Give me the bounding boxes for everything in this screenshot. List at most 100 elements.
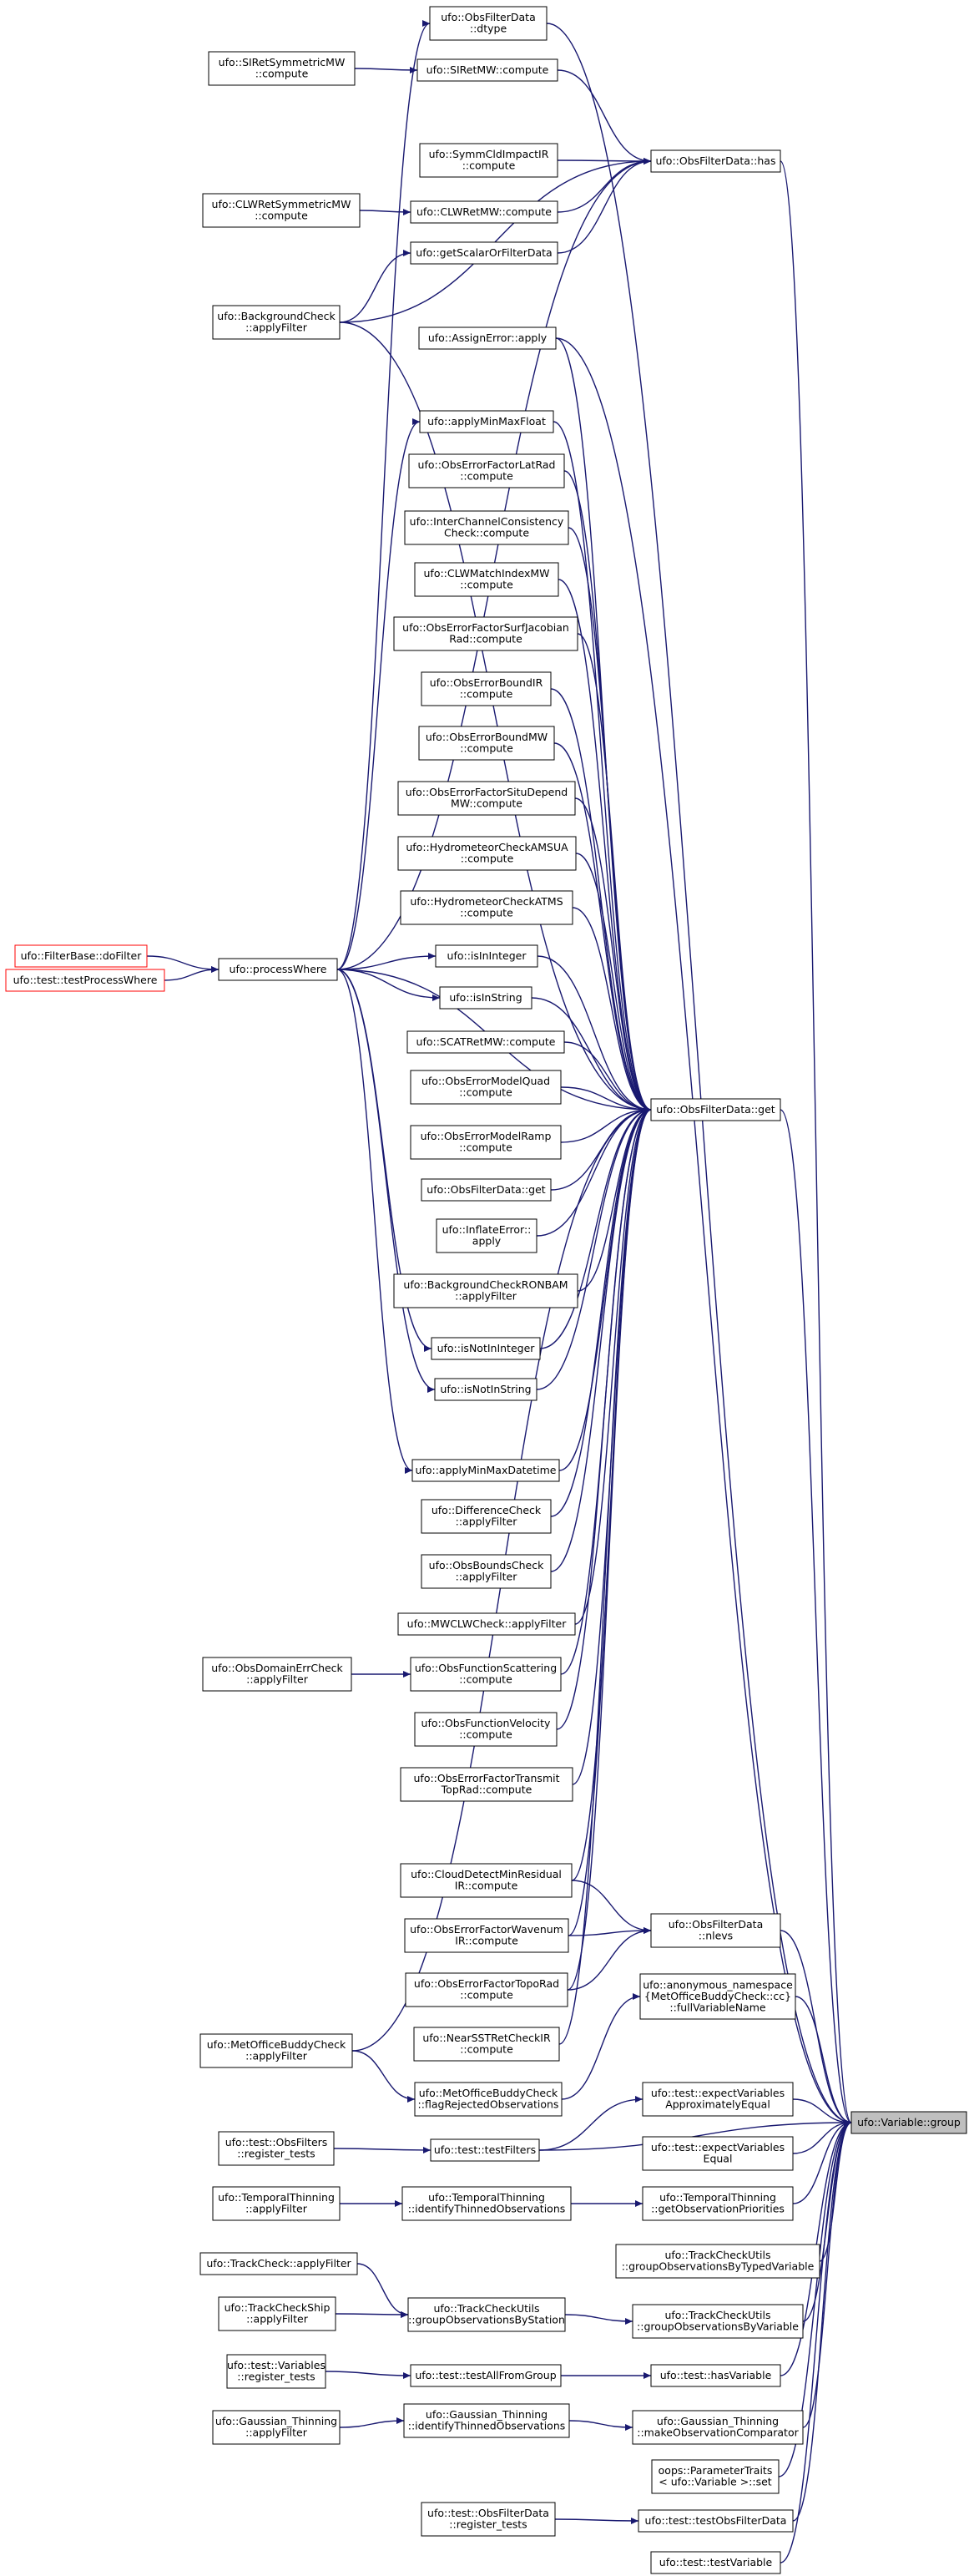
node-box [407, 2297, 566, 2332]
node-domainerr[interactable]: ufo::ObsDomainErrCheck::applyFilter [202, 1657, 352, 1692]
node-tcu_station[interactable]: ufo::TrackCheckUtils::groupObservationsB… [407, 2297, 566, 2332]
arrowhead-flagrejected-to-fullvarname [633, 1993, 640, 2000]
node-inflate[interactable]: ufo::InflateError::apply [436, 1218, 537, 1253]
node-tempthin_prio[interactable]: ufo::TemporalThinning::getObservationPri… [642, 2186, 794, 2221]
node-assignerr[interactable]: ufo::AssignError::apply [418, 326, 557, 350]
node-clwret_sym[interactable]: ufo::CLWRetSymmetricMW::compute [202, 193, 361, 228]
node-trackcheckship[interactable]: ufo::TrackCheckShip::applyFilter [218, 2296, 336, 2331]
node-tcu_typedvar[interactable]: ufo::TrackCheckUtils::groupObservationsB… [615, 2244, 820, 2279]
node-oeflatrad[interactable]: ufo::ObsErrorFactorLatRad::compute [408, 453, 565, 488]
node-tempthin_apply[interactable]: ufo::TemporalThinning::applyFilter [212, 2186, 341, 2221]
node-expvarsapprox[interactable]: ufo::test::expectVariablesApproximatelyE… [642, 2082, 794, 2117]
node-minmaxfloat[interactable]: ufo::applyMinMaxFloat [419, 410, 554, 433]
node-clwmatch[interactable]: ufo::CLWMatchIndexMW::compute [414, 562, 559, 597]
node-symmcld[interactable]: ufo::SymmCldImpactIR::compute [419, 143, 558, 178]
node-procwhere[interactable]: ufo::processWhere [218, 958, 338, 981]
node-has[interactable]: ufo::ObsFilterData::has [650, 149, 781, 173]
node-siret_mw[interactable]: ufo::SIRetMW::compute [416, 58, 558, 82]
node-diffcheck[interactable]: ufo::DifferenceCheck::applyFilter [421, 1499, 552, 1534]
node-get[interactable]: ufo::ObsFilterData::get [650, 1098, 781, 1121]
node-oeftopo[interactable]: ufo::ObsErrorFactorTopoRad::compute [405, 1972, 568, 2007]
node-label: ufo::test::expectVariables [651, 2141, 785, 2153]
node-label: ufo::processWhere [230, 963, 327, 975]
node-nearsst[interactable]: ufo::NearSSTRetCheckIR::compute [413, 2027, 560, 2062]
node-gauss_ident[interactable]: ufo::Gaussian_Thinning::identifyThinnedO… [403, 2403, 570, 2438]
node-box [404, 1918, 569, 1953]
node-isnotinstring[interactable]: ufo::isNotInString [434, 1378, 537, 1401]
node-funcvel[interactable]: ufo::ObsFunctionVelocity::compute [414, 1712, 558, 1747]
node-scatret[interactable]: ufo::SCATRetMW::compute [406, 1030, 565, 1054]
node-testvariable[interactable]: ufo::test::testVariable [650, 2551, 781, 2574]
node-clwret[interactable]: ufo::CLWRetMW::compute [410, 200, 558, 224]
node-interchan[interactable]: ufo::InterChannelConsistencyCheck::compu… [404, 510, 569, 545]
node-vars_reg[interactable]: ufo::test::Variables::register_tests [226, 2354, 326, 2389]
node-box [393, 616, 578, 651]
node-bgcheck[interactable]: ufo::BackgroundCheck::applyFilter [212, 305, 341, 340]
edge-clwret-to-has [557, 160, 652, 213]
node-testfilters[interactable]: ufo::test::testFilters [430, 2138, 540, 2162]
node-box [650, 2364, 781, 2387]
edge-testfilters-to-expvarsapprox [538, 2098, 643, 2151]
node-oeftransmit[interactable]: ufo::ObsErrorFactorTransmitTopRad::compu… [400, 1767, 573, 1802]
node-dtype[interactable]: ufo::ObsFilterData::dtype [429, 6, 548, 41]
node-box [410, 1125, 562, 1160]
node-isnotininteger[interactable]: ufo::isNotInInteger [431, 1337, 541, 1360]
node-trackcheck[interactable]: ufo::TrackCheck::applyFilter [199, 2252, 358, 2275]
node-oeboundmw[interactable]: ufo::ObsErrorBoundMW::compute [418, 726, 555, 761]
node-label: ufo::ObsErrorModelQuad [421, 1075, 550, 1087]
node-testprocwhere[interactable]: ufo::test::testProcessWhere [5, 969, 165, 992]
edge-procwhere-to-isinstring [336, 969, 441, 999]
arrowhead-testvariable-to-root [844, 2119, 851, 2126]
node-box [632, 2410, 804, 2445]
node-flagrejected[interactable]: ufo::MetOfficeBuddyCheck::flagRejectedOb… [414, 2082, 563, 2117]
node-label: ufo::NearSSTRetCheckIR [422, 2032, 551, 2044]
node-tcu_variable[interactable]: ufo::TrackCheckUtils::groupObservationsB… [632, 2304, 804, 2339]
node-label: ::makeObservationComparator [637, 2427, 799, 2439]
node-dofilter[interactable]: ufo::FilterBase::doFilter [14, 944, 148, 968]
node-oemquad[interactable]: ufo::ObsErrorModelQuad::compute [410, 1070, 562, 1105]
node-fullvarname[interactable]: ufo::anonymous_namespace{MetOfficeBuddyC… [639, 1973, 796, 2020]
node-oeboundir[interactable]: ufo::ObsErrorBoundIR::compute [421, 671, 552, 706]
node-root[interactable]: ufo::Variable::group [850, 2111, 967, 2134]
edge-isnotinstring-to-get [536, 1109, 652, 1390]
node-label: ufo::InterChannelConsistency [410, 515, 564, 528]
edge-paramtraits-to-root [778, 2122, 852, 2477]
node-isininteger[interactable]: ufo::isInInteger [435, 944, 538, 968]
node-oemramp[interactable]: ufo::ObsErrorModelRamp::compute [410, 1125, 562, 1160]
node-gauss_apply[interactable]: ufo::Gaussian_Thinning::applyFilter [212, 2410, 341, 2445]
node-obsfilters_reg[interactable]: ufo::test::ObsFilters::register_tests [218, 2131, 335, 2166]
node-get2[interactable]: ufo::ObsFilterData::get [421, 1178, 552, 1202]
node-testofd[interactable]: ufo::test::testObsFilterData [638, 2509, 794, 2533]
edge-siret_mw-to-has [557, 69, 652, 162]
node-isinstring[interactable]: ufo::isInString [439, 986, 532, 1010]
node-box [410, 1657, 562, 1692]
node-moboddy[interactable]: ufo::MetOfficeBuddyCheck::applyFilter [199, 2033, 353, 2068]
node-hydroatms[interactable]: ufo::HydrometeorCheckATMS::compute [400, 890, 573, 925]
node-minmaxdatetime[interactable]: ufo::applyMinMaxDatetime [411, 1459, 560, 1482]
node-mwclw[interactable]: ufo::MWCLWCheck::applyFilter [397, 1612, 576, 1636]
node-box [850, 2111, 967, 2134]
node-label: ufo::Gaussian_Thinning [426, 2408, 548, 2421]
edge-bgronbam-to-get [577, 1109, 652, 1292]
node-label: ufo::TrackCheckUtils [664, 2249, 770, 2261]
node-ofd_reg[interactable]: ufo::test::ObsFilterData::register_tests [421, 2502, 556, 2537]
node-boundscheck[interactable]: ufo::ObsBoundsCheck::applyFilter [421, 1554, 552, 1589]
node-nlevs[interactable]: ufo::ObsFilterData::nlevs [650, 1913, 781, 1948]
node-funcscatt[interactable]: ufo::ObsFunctionScattering::compute [410, 1657, 562, 1692]
node-getscalar[interactable]: ufo::getScalarOrFilterData [410, 241, 558, 265]
node-hydroamsua[interactable]: ufo::HydrometeorCheckAMSUA::compute [397, 836, 577, 871]
node-bgronbam[interactable]: ufo::BackgroundCheckRONBAM::applyFilter [393, 1273, 578, 1308]
node-testallfromgroup[interactable]: ufo::test::testAllFromGroup [410, 2364, 562, 2387]
edge-hydroamsua-to-get [575, 853, 652, 1111]
arrowhead-nearsst-to-get [643, 1106, 651, 1113]
node-hasvariable[interactable]: ufo::test::hasVariable [650, 2364, 781, 2387]
node-paramtraits[interactable]: oops::ParameterTraits< ufo::Variable >::… [651, 2459, 780, 2494]
node-gauss_comp[interactable]: ufo::Gaussian_Thinning::makeObservationC… [632, 2410, 804, 2445]
node-tempthin_ident[interactable]: ufo::TemporalThinning::identifyThinnedOb… [401, 2186, 572, 2221]
node-oefsurfjac[interactable]: ufo::ObsErrorFactorSurfJacobianRad::comp… [393, 616, 578, 651]
node-siret_sym[interactable]: ufo::SIRetSymmetricMW::compute [208, 51, 356, 86]
